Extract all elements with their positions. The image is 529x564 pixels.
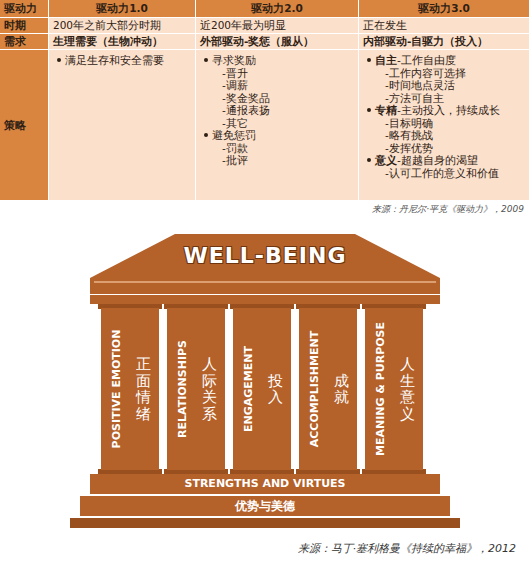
column-header: 驱动力 <box>4 0 37 17</box>
pillar-chinese: 人际关系 <box>202 356 217 422</box>
pillar-english: ACCOMPLISHMENT <box>308 331 322 447</box>
sub-item: -目标明确 <box>385 117 433 129</box>
table-cell-text: 内部驱动-自驱力（投入） <box>363 34 488 49</box>
sub-item: -罚款 <box>222 142 248 154</box>
base-subtitle: 优势与美德 <box>235 496 295 516</box>
sub-item: -其它 <box>222 117 248 129</box>
sub-item: -工作内容可选择 <box>385 67 466 79</box>
table-cell <box>196 50 358 200</box>
sub-item: -发挥优势 <box>385 142 433 154</box>
pillar-chinese: 成就 <box>334 373 349 406</box>
column-header: 驱动力3.0 <box>418 0 470 17</box>
base-title: STRENGTHS AND VIRTUES <box>184 474 345 494</box>
pillar: RELATIONSHIPS 人际关系 <box>167 308 225 470</box>
sub-item: -方法可自主 <box>385 92 444 104</box>
source-note: 来源：丹尼尔·平克《驱动力》，2009 <box>372 203 524 216</box>
table-cell-text: 200年之前大部分时期 <box>53 18 161 33</box>
row-header: 时期 <box>4 18 26 33</box>
pediment <box>90 234 440 294</box>
bullet-dot <box>57 58 61 62</box>
base-step <box>70 518 460 528</box>
bold-term: 自主 <box>375 54 397 66</box>
sub-item: -时间地点灵活 <box>385 79 455 91</box>
bold-term: 专精 <box>375 104 397 116</box>
pillar-chinese: 投入 <box>268 373 283 406</box>
temple-base: STRENGTHS AND VIRTUES优势与美德 <box>70 474 460 530</box>
architrave <box>90 295 440 304</box>
pillar-english: RELATIONSHIPS <box>176 340 190 438</box>
pillar-chinese: 人生意义 <box>400 356 415 422</box>
sub-item: -略有挑战 <box>385 129 433 141</box>
column-header: 驱动力2.0 <box>251 0 303 17</box>
column-header: 驱动力1.0 <box>96 0 148 17</box>
table-cell-text: 近200年最为明显 <box>200 18 286 33</box>
bullet-dot <box>204 58 208 62</box>
pillar-english: POSITIVE EMOTION <box>110 330 124 449</box>
bullet-dot <box>367 158 371 162</box>
row-header: 策略 <box>4 118 26 132</box>
bullet-item: 满足生存和安全需要 <box>65 54 164 66</box>
table-cell-text: 外部驱动-奖惩（服从） <box>200 34 314 49</box>
sub-item: -认可工作的意义和价值 <box>385 167 499 179</box>
bold-term: 意义 <box>375 154 397 166</box>
base-band <box>80 496 450 516</box>
bullet-dot <box>367 58 371 62</box>
bullet-item: 自主-工作自由度 <box>375 54 456 66</box>
sub-item: -通报表扬 <box>222 104 270 116</box>
sub-item: -批评 <box>222 154 248 166</box>
sub-item: -调薪 <box>222 79 248 91</box>
pillar: POSITIVE EMOTION 正面情绪 <box>101 308 159 470</box>
pillar: ENGAGEMENT 投入 <box>233 308 291 470</box>
bullet-dot <box>204 133 208 137</box>
bullet-item: 寻求奖励 <box>212 54 256 66</box>
sub-item: -晋升 <box>222 67 248 79</box>
bullet-item: 专精-主动投入，持续成长 <box>375 104 500 116</box>
pillar-english: ENGAGEMENT <box>242 346 256 432</box>
row-header: 需求 <box>4 34 26 49</box>
table-cell-text: 生理需要（生物冲动） <box>53 34 163 49</box>
sub-item: -奖金奖品 <box>222 92 270 104</box>
table-cell-text: 正在发生 <box>363 18 407 33</box>
bullet-item: 避免惩罚 <box>212 129 256 141</box>
pillar-english: MEANING & PURPOSE <box>374 322 388 456</box>
table-cell <box>49 50 195 200</box>
source-note: 来源：马丁·塞利格曼《持续的幸福》，2012 <box>298 541 517 556</box>
bullet-item: 意义-超越自身的渴望 <box>375 154 478 166</box>
bullet-dot <box>367 108 371 112</box>
cornice-line <box>94 281 436 283</box>
temple-roof: WELL-BEING <box>88 230 442 294</box>
roof-title: WELL-BEING <box>184 243 347 269</box>
pillar: ACCOMPLISHMENT 成就 <box>299 308 357 470</box>
base-band <box>90 474 440 494</box>
pillar: MEANING & PURPOSE 人生意义 <box>365 308 423 470</box>
pillar-chinese: 正面情绪 <box>136 356 151 422</box>
